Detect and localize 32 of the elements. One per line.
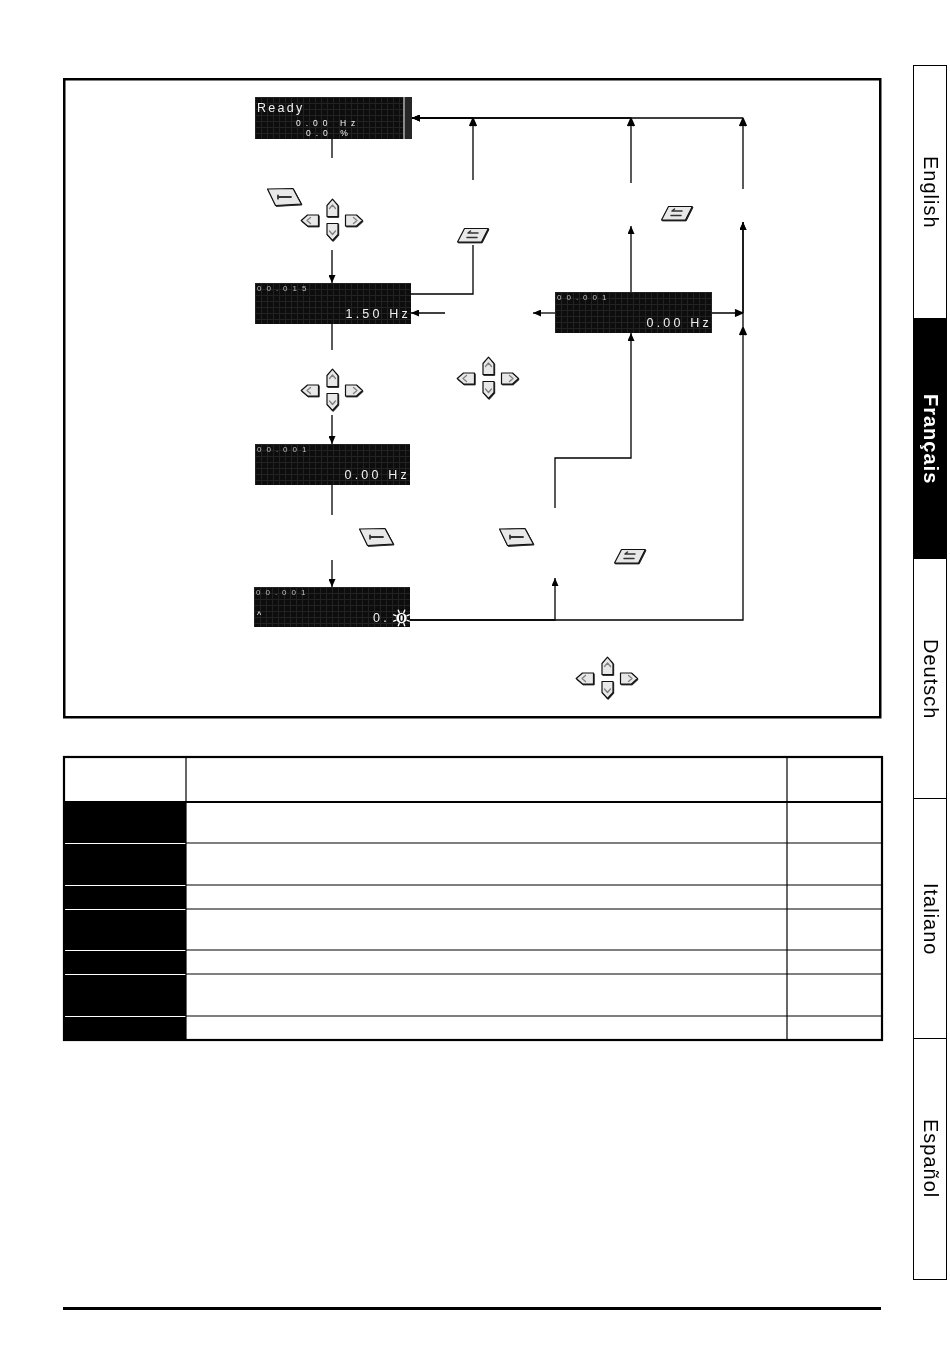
arrow	[328, 559, 336, 588]
parameter-value: 0.00 Hz	[646, 316, 712, 329]
cursor-digit: 0	[398, 612, 405, 624]
language-tab: Italiano	[913, 798, 947, 1040]
arrow	[410, 309, 446, 317]
frequency-readout: 0.00 Hz	[296, 118, 361, 127]
arrow	[328, 249, 336, 284]
parameter-value: 0.00 Hz	[344, 468, 410, 481]
parameter-number: 00.001	[257, 446, 312, 454]
parameter-value: 0.	[373, 612, 390, 625]
language-tab: English	[913, 65, 947, 320]
language-tab: Español	[913, 1038, 947, 1280]
lcd-display	[555, 292, 712, 333]
arrow	[411, 114, 748, 190]
language-tab: Français	[913, 318, 947, 560]
lcd-display	[255, 444, 410, 485]
arrow	[328, 414, 336, 445]
status-text: Ready	[257, 101, 305, 114]
arrow	[409, 577, 559, 621]
arrow	[627, 225, 635, 293]
arrow	[554, 332, 635, 509]
parameter-number: 00.015	[257, 285, 312, 293]
caret-symbol: ^	[257, 611, 262, 620]
parameter-number: 00.001	[557, 294, 612, 302]
lcd-display	[255, 97, 412, 139]
load-readout: 0.0 %	[306, 128, 353, 137]
arrow	[532, 309, 556, 317]
lcd-display	[254, 587, 410, 627]
lcd-display	[255, 283, 411, 324]
parameter-value: 1.50 Hz	[345, 307, 411, 320]
language-tab: Deutsch	[913, 558, 947, 800]
parameter-number: 00.001	[256, 589, 311, 597]
